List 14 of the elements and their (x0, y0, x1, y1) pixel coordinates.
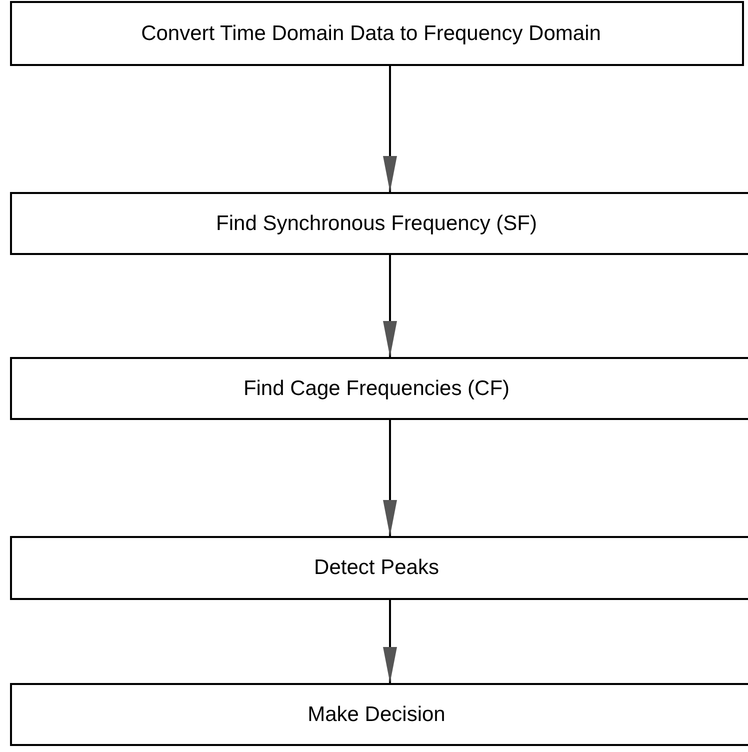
arrow (383, 255, 397, 357)
process-box (10, 683, 748, 746)
process-box (10, 192, 748, 255)
box-label: Find Cage Frequencies (CF) (243, 376, 511, 402)
process-box (10, 536, 748, 600)
box-label: Detect Peaks (314, 555, 440, 582)
box-label: Make Decision (308, 702, 446, 728)
process-box (10, 357, 748, 420)
arrow (383, 66, 397, 192)
process-box (10, 1, 744, 66)
arrow (383, 420, 397, 536)
box-label: Convert Time Domain Data to Frequency Domain (141, 20, 602, 47)
arrow (383, 600, 397, 683)
box-label: Find Synchronous Frequency (SF) (216, 210, 538, 237)
